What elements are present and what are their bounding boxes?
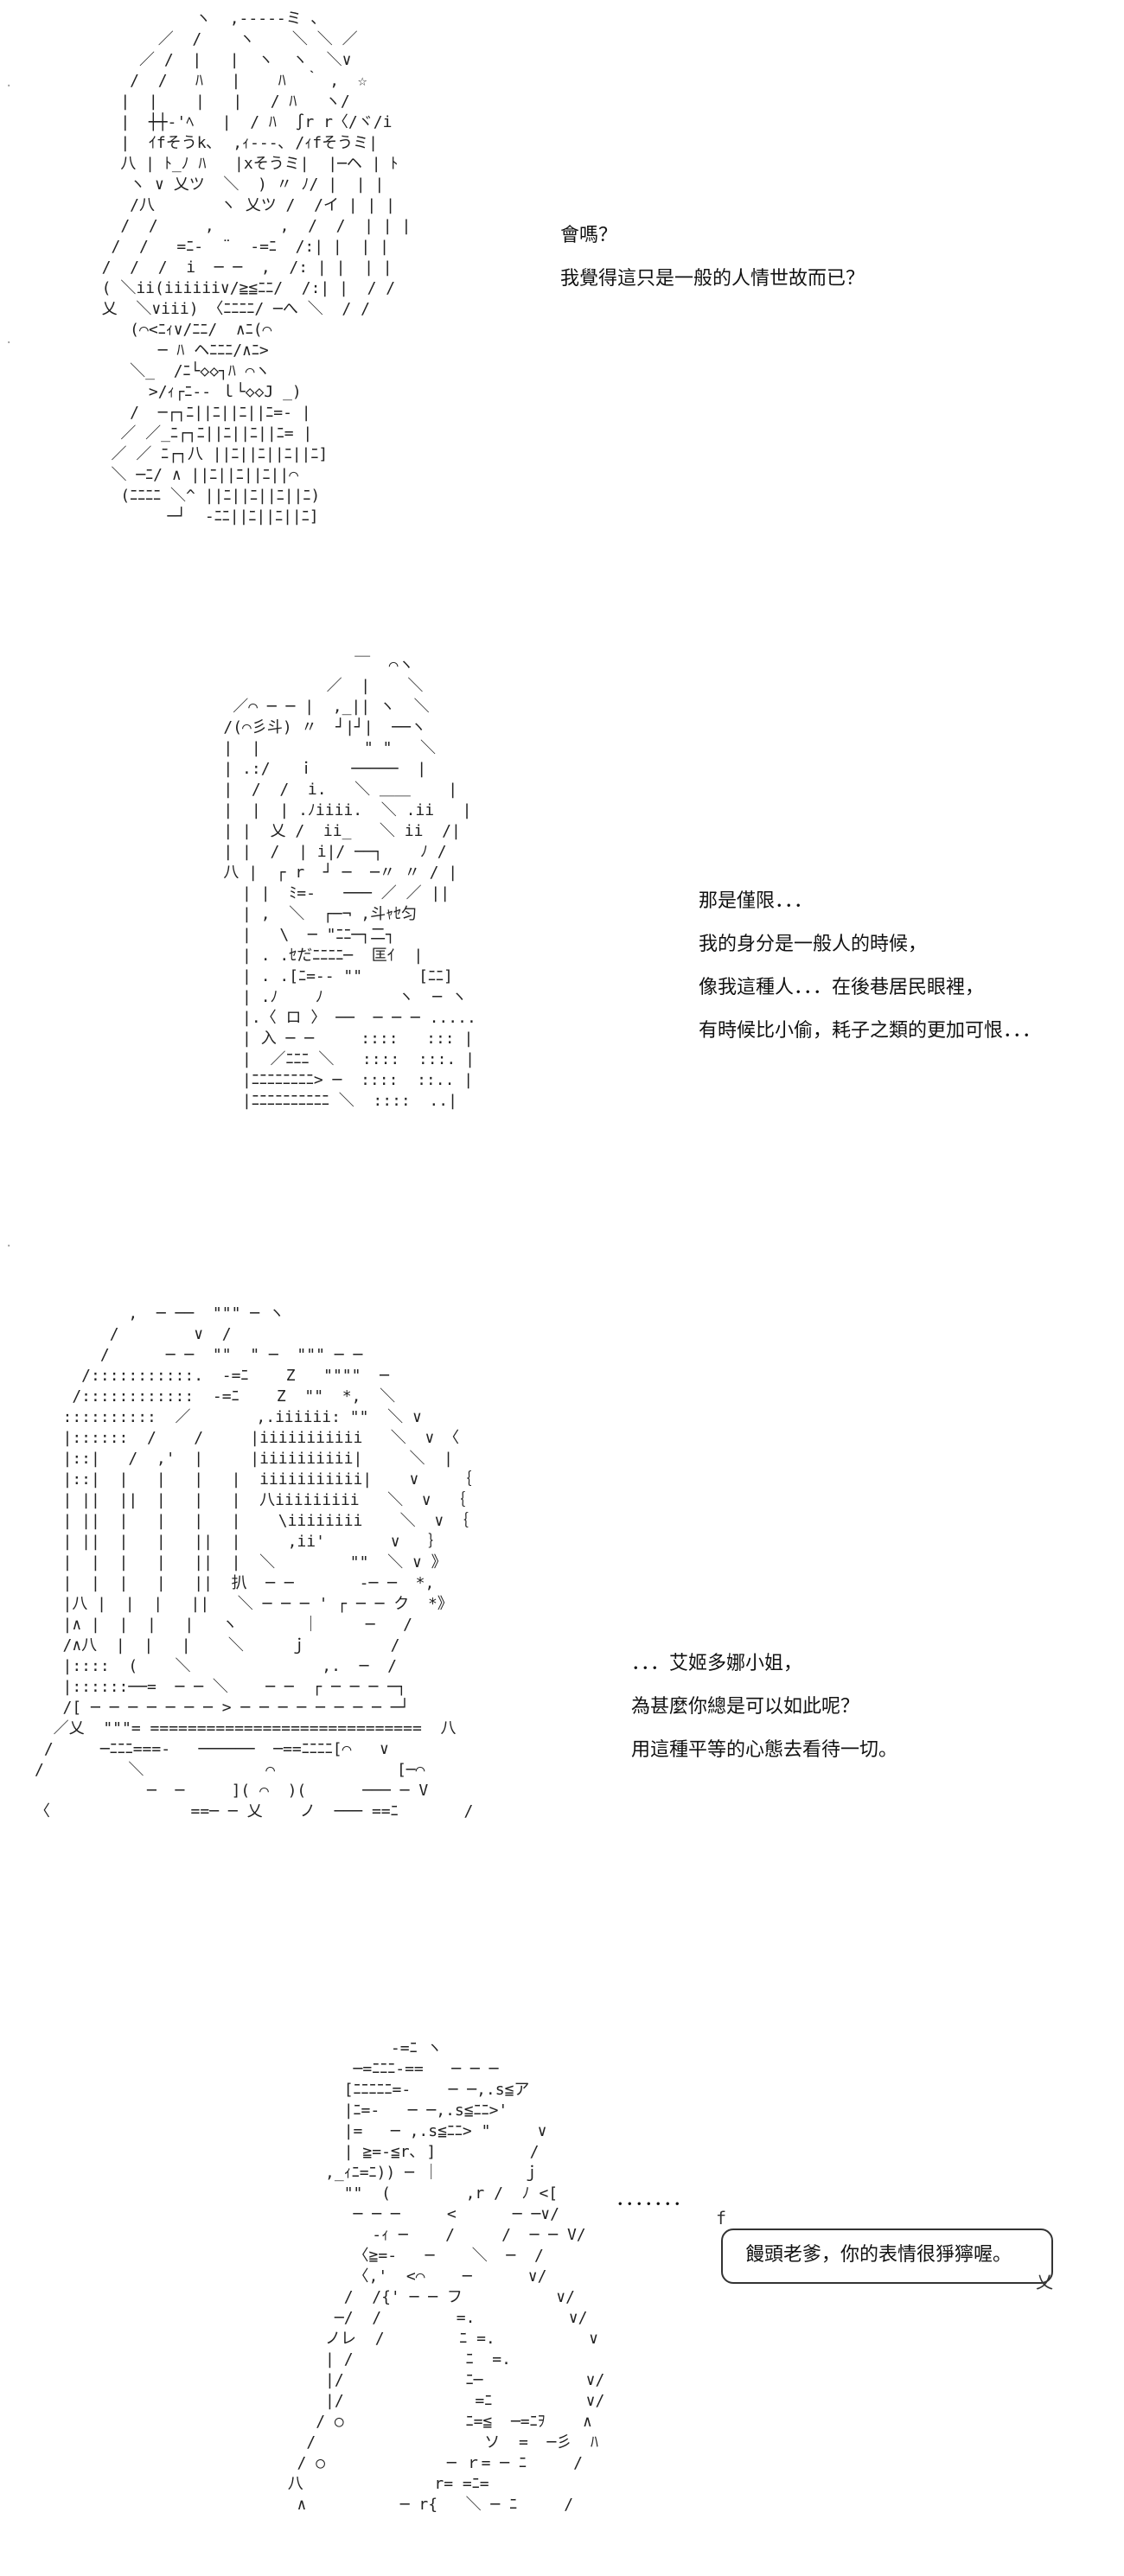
bubble-tail-mark: 乂 [1036, 2272, 1053, 2292]
dialog-ellipsis: ．．．．．．． [616, 2178, 692, 2222]
dialog-line: 有時候比小偷，耗子之類的更加可恨．．． [699, 1020, 1042, 1042]
dialog-panel-2: 那是僅限．．． 我的身分是一般人的時候， 像我這種人．．．在後巷居民眼裡， 有時… [699, 880, 1041, 1053]
dialog-line: ．．．艾姬多娜小姐， [631, 1653, 803, 1674]
dialog-line: 像我這種人．．．在後巷居民眼裡， [699, 977, 985, 998]
speech-bubble-frame: 饅頭老爹，你的表情很猙獰喔。 [721, 2228, 1053, 2284]
ascii-art-character-2: ￣ ⌒ヽ ／ | ＼ ／⌒ ─ ─ | ,_|| ヽ ＼ /(⌒彡斗) 〃 ┘|… [223, 656, 476, 1110]
dialog-line: 會嗎？ [560, 225, 618, 246]
dialog-line: 用這種平等的心態去看待一切。 [631, 1739, 898, 1761]
speech-bubble: f 饅頭老爹，你的表情很猙獰喔。 乂 [0, 1106, 1124, 2292]
dialog-line: 為甚麼你總是可以如此呢？ [631, 1696, 860, 1718]
dialog-line: 那是僅限．．． [699, 890, 814, 912]
dialog-panel-1: 會嗎？ 我覺得這只是一般的人情世故而已？ [560, 214, 865, 301]
dialog-line: 我的身分是一般人的時候， [699, 934, 928, 955]
dialog-line: 我覺得這只是一般的人情世故而已？ [560, 268, 865, 290]
ascii-art-character-1: ヽ ,-----ミ ､ ／ / ヽ ＼ ＼ ／ ／ / | | ヽ ヽ ＼∨ /… [101, 10, 412, 526]
ascii-art-character-3: , ─ ── """ ─ ヽ / ∨ / / ─ ─ "" " ─ """ ─ … [35, 1304, 474, 1820]
dialog-panel-3: ．．．艾姬多娜小姐， 為甚麼你總是可以如此呢？ 用這種平等的心態去看待一切。 [631, 1642, 897, 1772]
bubble-corner-mark: f [716, 2208, 727, 2228]
ellipsis-text: ．．．．．．． [616, 2189, 693, 2210]
ascii-art-character-4: -=ﾆ ヽ ─=ﾆﾆﾆ-== ─ ─ ─ [ﾆﾆﾆﾆﾆ=- ─ ─,.s≦ア |… [287, 2039, 605, 2514]
speech-bubble-text: 饅頭老爹，你的表情很猙獰喔。 [745, 2244, 1012, 2266]
